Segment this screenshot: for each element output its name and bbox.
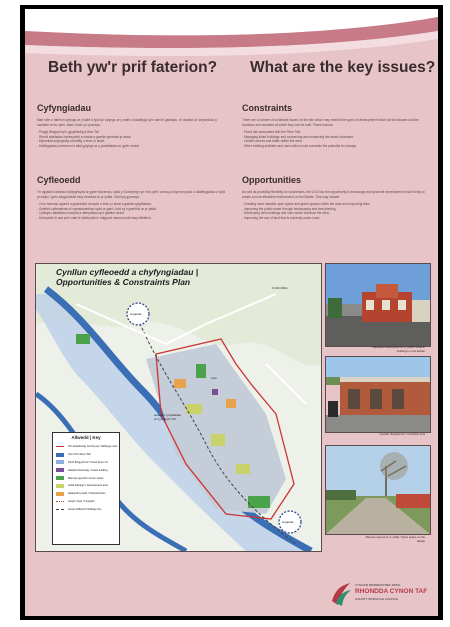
legend-swatch [56,446,64,448]
legend-label: Llinell reilffordd / Railway line [68,507,102,511]
section-title-opportunities-english: Opportunities [242,175,301,185]
map-label-lido: Lido [211,376,217,380]
section-title-opportunities-welsh: Cyfleoedd [37,175,81,185]
map-annotation: Gwella'r cysylltiadau ar hyd llwybr Taf [154,413,182,421]
section-intro: There are a number of constraint issues … [242,118,419,127]
legend-swatch [56,476,64,481]
list-item: Creu mannau agored a gwyrddion newydd o … [37,202,225,207]
list-item: Gwella'r cyfleusterau a'r gwasanaethau s… [37,207,225,212]
map-title: Cynllun cyfleoedd a chyfyngiadau | Oppor… [56,267,199,287]
legend-row: Safleoedd posibl / Potential sites [53,490,119,498]
legend-label: Afon Taf / River Taff [68,453,91,457]
photo-caption-middle: Unedau diwydiannol / Industrial units [379,432,425,436]
legend-swatch [56,508,64,510]
map-label-north: Gogledd [130,312,142,316]
opportunities-constraints-map[interactable]: Cynllun cyfleoedd a chyfyngiadau | Oppor… [35,263,322,552]
legend-label: Ardal datblygu / Development area [68,484,108,488]
photo-open-space [325,445,431,535]
section-title-constraints-english: Constraints [242,103,293,113]
list-item: Perygl llifogydd sy'n gysylltiedig â Afo… [37,130,225,135]
map-graphic [36,264,321,551]
logo-name: RHONDDA CYNON TAF [355,588,428,595]
section-body-constraints-english: There are a number of constraint issues … [242,118,430,168]
logo-welsh: CYNGOR BWRDEISTREF SIROL [355,583,401,587]
legend-swatch [56,483,64,488]
section-body-opportunities-welsh: Yn ogystal â darparu hyblygrwydd ar gyfe… [37,190,225,245]
legend-label: Ffin arfaethedig Gorchymyn Datblygu Lleo… [68,445,118,449]
section-intro: Mae nifer o faterion cyfyngu ar y safle … [37,118,217,127]
poster: Beth yw'r prif faterion? What are the ke… [25,9,438,616]
legend-row: Afon Taf / River Taff [53,451,119,459]
map-title-line2: Opportunities & Constraints Plan [56,276,191,287]
map-legend: Allwedd | Key Ffin arfaethedig Gorchymyn… [52,432,120,545]
legend-swatch [56,491,64,496]
photo-industrial-units [325,356,431,433]
legend-label: Safleoedd posibl / Potential sites [68,492,106,496]
legend-row: Llwybr troed / Footpath [53,498,119,506]
list-item: Improving the use of land that is curren… [242,216,430,221]
council-logo: CYNGOR BWRDEISTREF SIROL RHONDDA CYNON T… [330,577,430,611]
legend-row: Ffin arfaethedig Gorchymyn Datblygu Lleo… [53,443,119,451]
legend-label: Mannau gwyrdd / Green space [68,476,104,480]
legend-swatch [56,468,64,473]
council-crest-icon [332,583,351,606]
section-intro: As well as providing flexibility for bus… [242,190,425,199]
legend-swatch [56,452,64,457]
list-item: Mynediad cyfyngedig a thraffig o fewn yr… [37,139,225,144]
legend-swatch [56,460,64,465]
map-label-south: Gogledd [282,520,294,524]
list-item: Developing new buildings and uses which … [242,211,430,216]
list-item: Other existing activities and uses which… [242,144,430,149]
legend-label: Adeilad rhestredig / Listed building [68,468,108,472]
section-body-opportunities-english: As well as providing flexibility for bus… [242,190,430,245]
legend-title: Allwedd | Key [71,435,101,440]
legend-row: Adeilad rhestredig / Listed building [53,466,119,474]
heading-welsh: Beth yw'r prif faterion? [48,59,218,76]
list-item: Flood risk associated with the River Taf… [242,130,430,135]
list-item: Datblygiadau presennol a allai gyfyngu a… [37,144,225,149]
section-title-constraints-welsh: Cyfyngiadau [37,103,92,113]
legend-row: Ardal datblygu / Development area [53,482,119,490]
list-item: Cyflwyno adeiladau newydd a defnyddiau s… [37,211,225,216]
list-item: Limited access and traffic within the ar… [242,139,430,144]
photo-caption-top: Adeiladau hanesyddol ar yr ystâd / Histo… [371,345,425,353]
list-item: Managing listed buildings and conserving… [242,135,430,140]
legend-row: Parth llifogydd C2 / Flood Zone C2 [53,459,119,467]
heading-english: What are the key issues? [250,59,436,76]
photo-historic-building [325,263,431,347]
legend-row: Mannau gwyrdd / Green space [53,474,119,482]
poster-frame: Beth yw'r prif faterion? What are the ke… [20,5,443,620]
header-swoosh [25,9,438,79]
legend-label: Llwybr troed / Footpath [68,499,95,503]
legend-row: Llinell reilffordd / Railway line [53,505,119,513]
legend-swatch [56,500,64,502]
legend-label: Parth llifogydd C2 / Flood Zone C2 [68,460,108,464]
section-body-constraints-welsh: Mae nifer o faterion cyfyngu ar y safle … [37,118,225,168]
list-item: Creating more useable open space and gre… [242,202,430,207]
map-title-line1: Cynllun cyfleoedd a chyfyngiadau | [56,267,199,277]
map-scale-label: 0 100 200m [272,286,288,290]
list-item: Rheoli adeiladau hanesyddol a chadw a gw… [37,135,225,140]
logo-english: COUNTY BOROUGH COUNCIL [355,597,399,601]
list-item: Defnyddio tir nad yw'n cael ei ddefnyddi… [37,216,225,221]
photo-caption-bottom: Mannau agored ar yr ystâd / Open space o… [365,535,425,543]
section-intro: Yn ogystal â darparu hyblygrwydd ar gyfe… [37,190,225,199]
list-item: Improving the public realm through lands… [242,207,430,212]
